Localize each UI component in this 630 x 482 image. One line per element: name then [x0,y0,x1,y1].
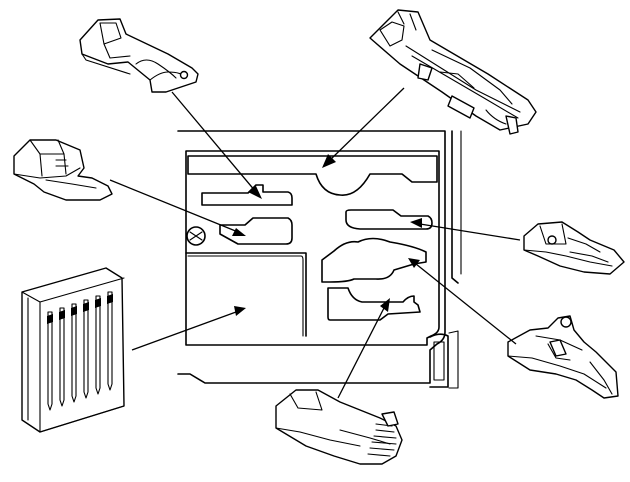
rolled-hem-foot-icon [79,18,199,93]
tray-rail-outer [451,130,459,284]
leader-rolled-hem [171,91,257,193]
slot-satin [345,209,433,230]
slot-overcast [327,287,421,321]
leader-zipper [109,179,239,233]
slot-zipper [219,217,293,245]
storage-tray [177,130,462,389]
slot-rolled-hem [201,184,293,206]
slot-straight [321,237,427,283]
needles [47,291,113,411]
leader-buttonhole [329,87,405,161]
spring-coil [367,423,397,457]
leader-straight [415,263,517,345]
leader-lines [109,87,521,399]
straight-stitch-foot-icon [507,315,619,399]
leader-satin [419,223,521,241]
overcasting-foot-icon [275,389,403,465]
leader-needles [131,311,237,351]
slot-top [187,155,438,196]
satin-stitch-foot-icon [523,221,625,275]
buttonhole-foot-icon [369,9,537,135]
leader-overcasting [337,307,385,399]
tray-latch [429,333,449,388]
screw-icon [186,226,206,246]
zipper-foot-icon [13,139,113,201]
needle-pack-icon [21,267,125,433]
needle-compartment [185,252,307,337]
tray-outline [177,130,446,384]
needle-compartment-inner [187,255,304,337]
tray-panel [185,150,440,346]
